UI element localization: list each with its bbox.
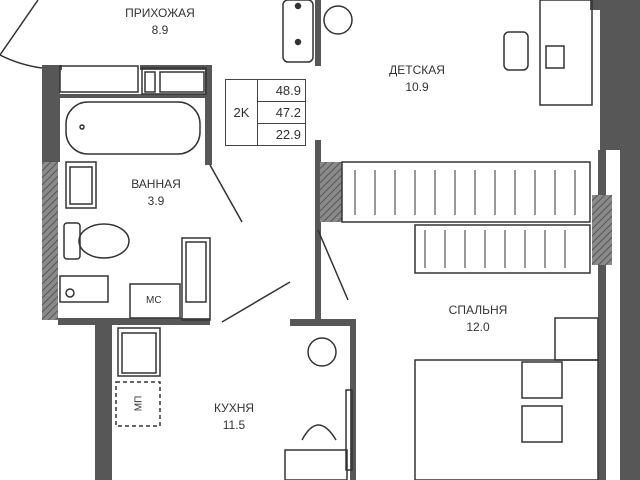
water-meter xyxy=(59,275,109,303)
entry-door[interactable] xyxy=(0,0,39,56)
apartment-type: 2K xyxy=(226,80,258,145)
area-without-balcony: 47.2 xyxy=(258,102,305,124)
chair xyxy=(503,31,529,71)
room-name: СПАЛЬНЯ xyxy=(448,303,508,317)
shelf xyxy=(141,67,207,95)
hatched-wall xyxy=(592,195,612,265)
monitor xyxy=(545,45,565,69)
bathtub xyxy=(65,101,201,155)
room-name: КУХНЯ xyxy=(213,401,255,415)
storage xyxy=(181,237,211,321)
room-area: 3.9 xyxy=(147,194,165,208)
sink xyxy=(65,161,97,209)
kitchen-door[interactable] xyxy=(221,281,291,323)
radiator xyxy=(59,65,139,93)
plant xyxy=(307,337,337,367)
chair xyxy=(301,424,337,441)
door-swing xyxy=(0,54,43,69)
nightstand xyxy=(554,317,599,361)
bed xyxy=(414,359,599,480)
living-area: 22.9 xyxy=(275,127,301,142)
mp-label: МП xyxy=(133,395,145,412)
ms-box xyxy=(129,283,181,319)
pillow xyxy=(521,405,563,443)
room-area: 11.5 xyxy=(222,418,246,432)
fridge xyxy=(117,327,161,377)
dining-table xyxy=(284,449,348,480)
hatched-wall xyxy=(320,162,342,222)
area-summary-table: 2K 48.9 47.2 22.9 xyxy=(225,79,306,146)
room-name: ДЕТСКАЯ xyxy=(389,63,445,77)
room-label-bedroom: СПАЛЬНЯ 12.0 xyxy=(449,302,508,336)
room-area: 12.0 xyxy=(466,320,490,334)
room-label-kitchen: КУХНЯ 11.5 xyxy=(214,400,254,434)
wardrobe-hangers xyxy=(354,170,576,268)
walls xyxy=(42,0,640,480)
room-label-bath: ВАННАЯ 3.9 xyxy=(131,176,181,210)
ms-label: МС xyxy=(146,295,162,306)
room-area: 10.9 xyxy=(405,80,429,94)
total-area: 48.9 xyxy=(258,80,305,102)
bathroom-door[interactable] xyxy=(209,164,243,223)
wardrobe-kids xyxy=(341,161,591,223)
bedroom-door[interactable] xyxy=(317,229,349,301)
column xyxy=(282,0,314,63)
hatched-wall xyxy=(42,162,58,320)
room-name: ПРИХОЖАЯ xyxy=(125,6,195,20)
window xyxy=(345,389,353,471)
round-table xyxy=(323,5,353,35)
wardrobe-bedroom xyxy=(414,224,591,274)
room-area: 8.9 xyxy=(151,23,169,37)
mp-zone xyxy=(115,381,161,427)
pillow xyxy=(521,361,563,399)
toilet xyxy=(63,222,81,260)
room-label-hall: ПРИХОЖАЯ 8.9 xyxy=(125,5,195,39)
room-label-kids: ДЕТСКАЯ 10.9 xyxy=(389,62,445,96)
desk xyxy=(539,0,593,106)
room-name: ВАННАЯ xyxy=(131,177,181,191)
